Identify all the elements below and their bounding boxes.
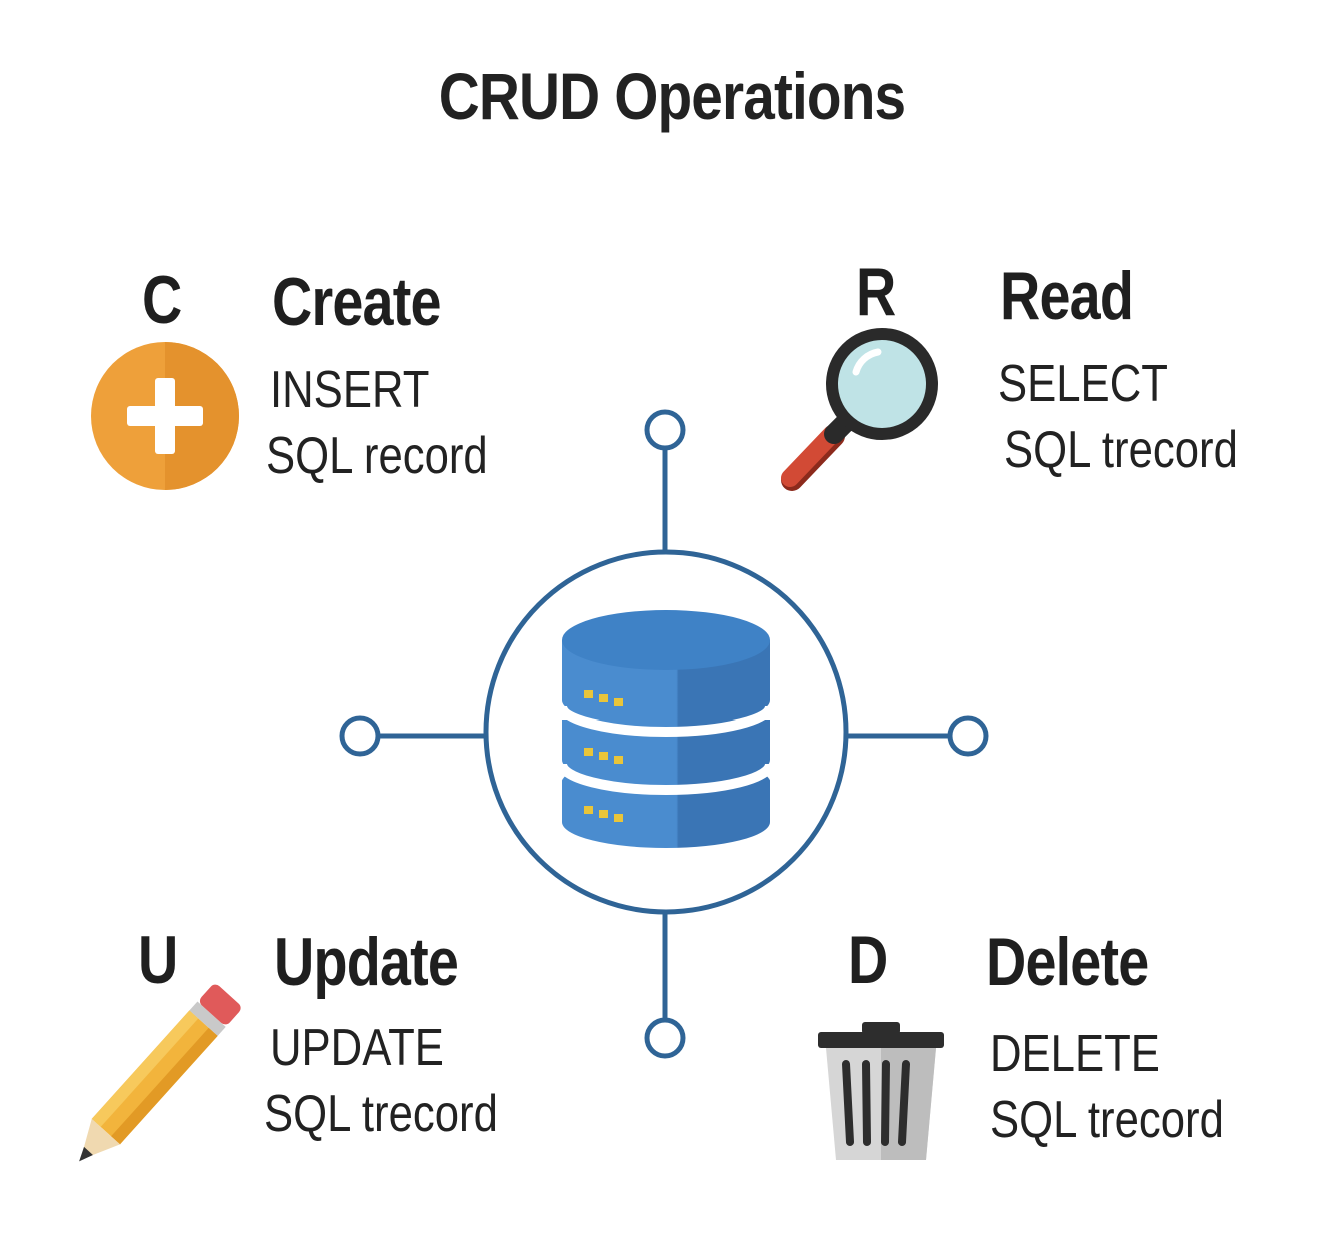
op-sql-delete: DELETE bbox=[990, 1025, 1160, 1083]
magnifier-icon bbox=[781, 328, 938, 491]
pencil-icon bbox=[79, 984, 241, 1162]
trash-icon bbox=[818, 1022, 944, 1160]
op-name-create: Create bbox=[272, 264, 441, 340]
op-name-delete: Delete bbox=[986, 924, 1149, 1000]
op-sql-create: INSERT bbox=[270, 361, 430, 419]
op-name-read: Read bbox=[1000, 258, 1134, 334]
connector-node-left bbox=[339, 715, 381, 757]
op-letter-update: U bbox=[138, 922, 179, 998]
connector-node-bottom bbox=[644, 1017, 686, 1059]
op-letter-create: C bbox=[142, 262, 183, 338]
op-sql-read: SELECT bbox=[998, 355, 1168, 413]
database-icon bbox=[557, 610, 775, 848]
op-letter-read: R bbox=[856, 254, 897, 330]
connector-node-top bbox=[644, 409, 686, 451]
op-target-read: SQL trecord bbox=[1004, 421, 1238, 479]
page-title: CRUD Operations bbox=[438, 59, 906, 133]
op-target-update: SQL trecord bbox=[264, 1085, 498, 1143]
op-target-delete: SQL trecord bbox=[990, 1091, 1224, 1149]
plus-circle-icon bbox=[91, 342, 239, 490]
op-sql-update: UPDATE bbox=[270, 1019, 444, 1077]
connector-nodes bbox=[339, 409, 989, 1059]
connector-node-right bbox=[947, 715, 989, 757]
op-name-update: Update bbox=[274, 924, 459, 1000]
op-letter-delete: D bbox=[848, 922, 889, 998]
hub-connectors bbox=[378, 448, 950, 1020]
op-target-create: SQL record bbox=[266, 427, 488, 485]
